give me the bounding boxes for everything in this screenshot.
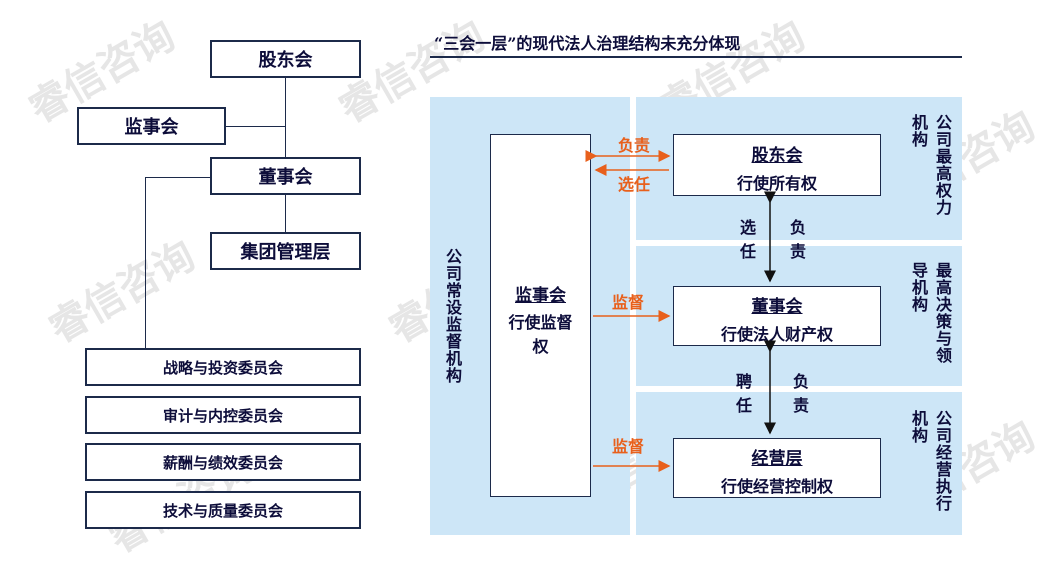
label-mid-elect: 选任 — [740, 218, 757, 261]
shareholders-meeting-name: 股东会 — [751, 146, 803, 166]
management-box: 经营层 行使经营控制权 — [673, 438, 881, 498]
management-sub: 行使经营控制权 — [720, 477, 833, 496]
label-supervise-mgmt: 监督 — [612, 437, 645, 456]
supervisory-board-sub: 行使监督权 — [508, 313, 573, 356]
board-of-directors-box: 董事会 行使法人财产权 — [673, 286, 881, 346]
label-responsible: 负责 — [618, 136, 651, 155]
supervisory-board-box: 监事会 行使监督权 — [490, 134, 591, 497]
shareholders-meeting-box: 股东会 行使所有权 — [673, 134, 881, 196]
management-name: 经营层 — [751, 449, 803, 469]
board-of-directors-name: 董事会 — [751, 297, 803, 317]
group-management-box: 集团管理层 — [210, 232, 361, 270]
committee-box: 战略与投资委员会 — [85, 348, 361, 386]
label-elect: 选任 — [618, 175, 651, 194]
right-label-highest-power: 公司最高权力机构 — [909, 114, 952, 216]
right-label-execution: 公司经营执行机构 — [909, 410, 952, 512]
board-box: 董事会 — [210, 157, 361, 195]
shareholders-meeting-sub: 行使所有权 — [736, 174, 817, 193]
label-mid-responsible-1: 负责 — [790, 218, 807, 261]
committee-box: 薪酬与绩效委员会 — [85, 443, 361, 481]
board-of-directors-sub: 行使法人财产权 — [720, 325, 833, 344]
shareholders-box: 股东会 — [210, 40, 361, 78]
committee-box: 审计与内控委员会 — [85, 396, 361, 434]
left-panel-label: 公司常设监督机构 — [443, 248, 462, 384]
diagram-title: “三会一层”的现代法人治理结构未充分体现 — [434, 34, 741, 53]
supervisory-board-name: 监事会 — [515, 286, 566, 306]
label-supervise-board: 监督 — [612, 293, 645, 312]
label-mid-responsible-2: 负责 — [793, 372, 810, 415]
committee-box: 技术与质量委员会 — [85, 491, 361, 529]
title-underline — [430, 56, 962, 58]
right-label-decision: 最高决策与领导机构 — [909, 262, 952, 364]
label-mid-hire: 聘任 — [736, 372, 753, 415]
supervisory-box: 监事会 — [77, 107, 226, 145]
